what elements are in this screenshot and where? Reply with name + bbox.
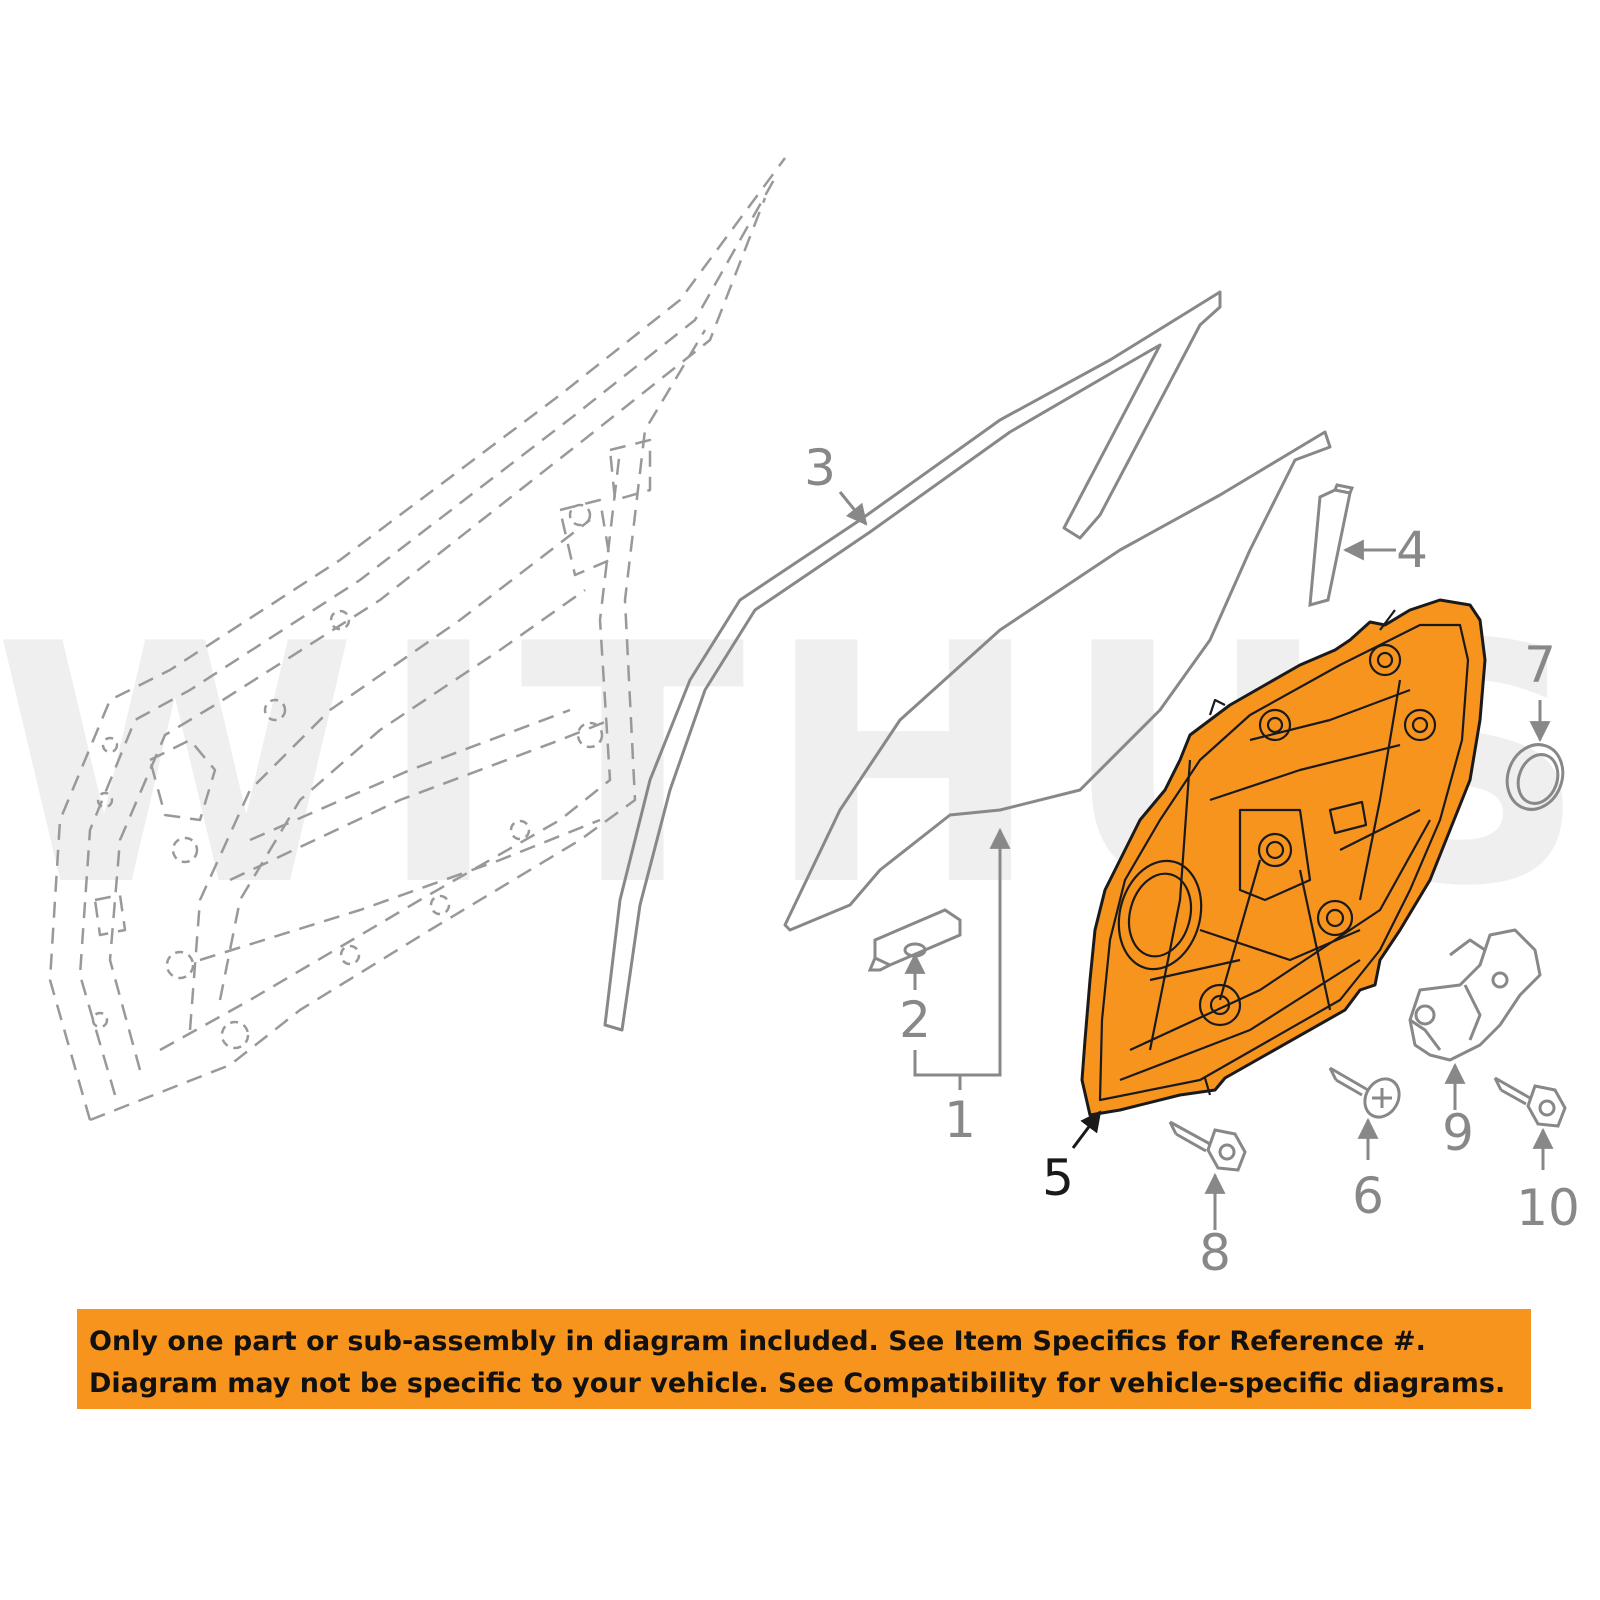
channel-strip xyxy=(1308,483,1355,608)
callout-4: 4 xyxy=(1396,521,1428,579)
callout-7: 7 xyxy=(1524,636,1556,694)
notice-line-1: Only one part or sub-assembly in diagram… xyxy=(89,1326,1426,1357)
callout-9: 9 xyxy=(1442,1104,1474,1162)
bolt-10 xyxy=(1493,1076,1567,1128)
window-motor xyxy=(1408,928,1542,1062)
callout-6: 6 xyxy=(1352,1167,1384,1225)
callout-8: 8 xyxy=(1199,1224,1231,1282)
window-run-channel xyxy=(603,290,1222,1032)
callout-5: 5 xyxy=(1042,1149,1074,1207)
door-frame-holes xyxy=(91,503,604,1050)
callout-2: 2 xyxy=(899,991,931,1049)
grommet-plug xyxy=(1505,743,1565,811)
leader-line-5 xyxy=(1071,1110,1102,1149)
door-frame xyxy=(48,157,787,1122)
notice-banner: Only one part or sub-assembly in diagram… xyxy=(77,1309,1531,1409)
screw-6 xyxy=(1328,1066,1401,1119)
callout-3: 3 xyxy=(804,439,836,497)
callout-10: 10 xyxy=(1516,1179,1580,1237)
notice-line-2: Diagram may not be specific to your vehi… xyxy=(89,1368,1506,1399)
door-glass xyxy=(783,430,1332,932)
leader-lines xyxy=(838,491,1554,1230)
bolt-8 xyxy=(1168,1120,1247,1172)
window-regulator-assembly xyxy=(1080,598,1487,1117)
callout-1: 1 xyxy=(944,1091,976,1149)
